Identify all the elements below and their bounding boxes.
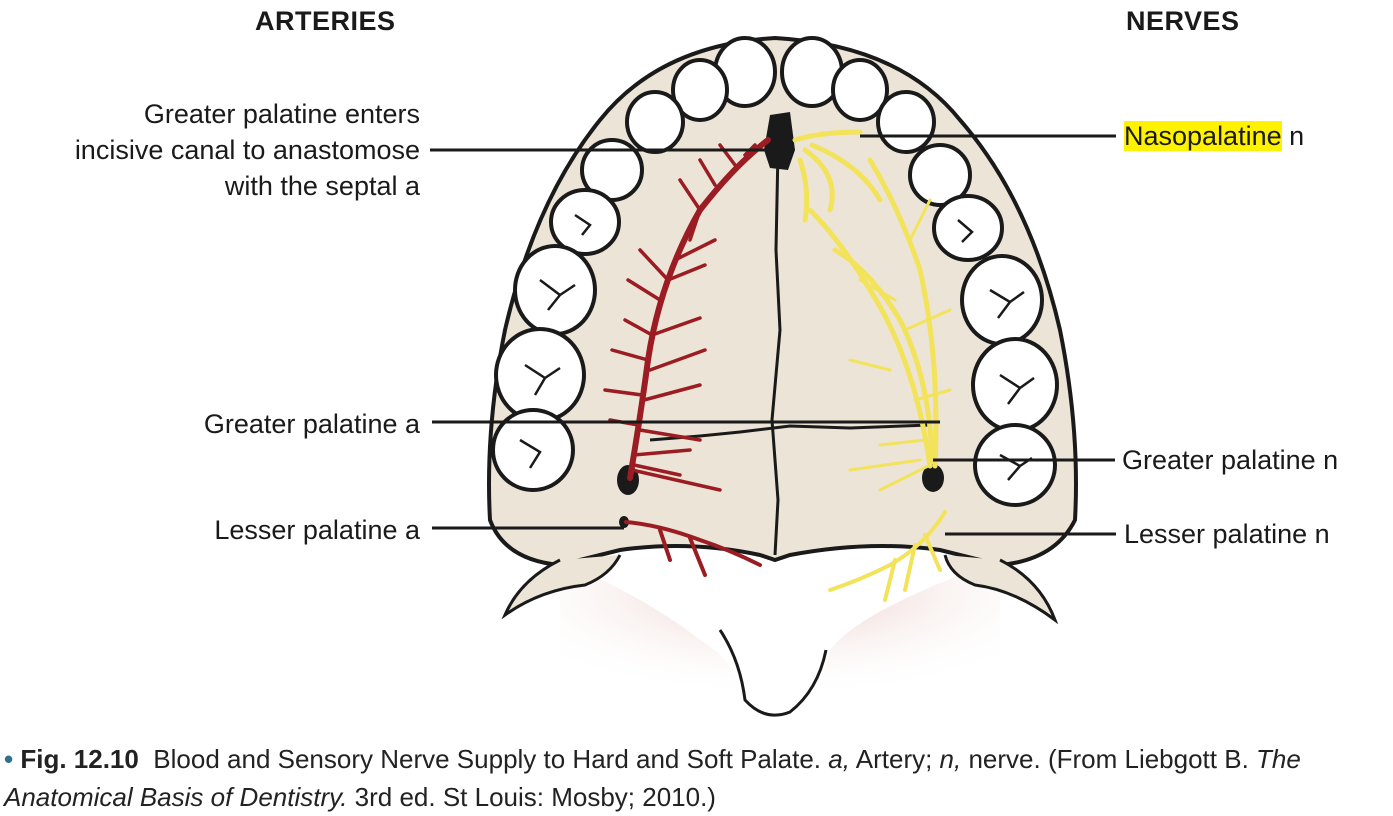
key-n: n, (939, 744, 962, 774)
transverse-palatine-suture (649, 423, 931, 442)
incisive-papilla (764, 112, 795, 170)
artery-branches (603, 143, 757, 492)
lesser-palatine-nerve (828, 510, 947, 602)
greater-palatine-foramen-right (922, 464, 944, 492)
lesser-palatine-artery-label: Lesser palatine a (214, 515, 420, 545)
nerve-branches (848, 198, 952, 492)
greater-palatine-nerve (807, 157, 939, 469)
citation-rest: 3rd ed. St Louis: Mosby; 2010.) (347, 782, 716, 812)
book-title: The Anatomical Basis of Dentistry. (4, 744, 1301, 812)
incisive-label-line-1: Greater palatine enters (143, 99, 420, 129)
incisive-label-line-3: with the septal a (224, 171, 420, 201)
tooth-fissures (519, 213, 1035, 481)
nerves-heading: NERVES (1126, 6, 1240, 36)
figure-title: Blood and Sensory Nerve Supply to Hard a… (153, 744, 822, 774)
lesser-palatine-artery (624, 520, 762, 577)
greater-palatine-artery-label: Greater palatine a (203, 409, 420, 439)
lesser-palatine-nerve-label: Lesser palatine n (1124, 519, 1330, 549)
arteries-heading: ARTERIES (255, 6, 396, 36)
greater-palatine-artery (627, 137, 771, 481)
leader-lines (430, 134, 1116, 536)
incisive-canal-label: Greater palatine enters incisive canal t… (75, 96, 420, 204)
nasopalatine-suffix: n (1281, 121, 1305, 151)
palate-illustration (430, 35, 1116, 717)
key-a-text: Artery; (849, 744, 940, 774)
soft-palate (560, 560, 1000, 715)
incisive-label-line-2: incisive canal to anastomose (74, 135, 420, 165)
greater-palatine-nerve-label: Greater palatine n (1122, 445, 1339, 475)
nasopalatine-nerve (792, 129, 883, 223)
key-a: a, (828, 744, 850, 774)
median-palatine-suture (770, 149, 782, 556)
figure-caption: • Fig. 12.10 Blood and Sensory Nerve Sup… (4, 740, 1389, 816)
right-pterygoid (943, 554, 1059, 625)
caption-bullet: • (4, 744, 14, 774)
key-n-text: nerve. (From Liebgott B. (961, 744, 1257, 774)
figure-number: Fig. 12.10 (20, 744, 139, 774)
nasopalatine-highlight: Nasopalatine (1124, 121, 1282, 151)
uvula (718, 629, 828, 717)
nasopalatine-nerve-label: Nasopalatine n (1124, 118, 1304, 154)
left-pterygoid (501, 554, 622, 620)
